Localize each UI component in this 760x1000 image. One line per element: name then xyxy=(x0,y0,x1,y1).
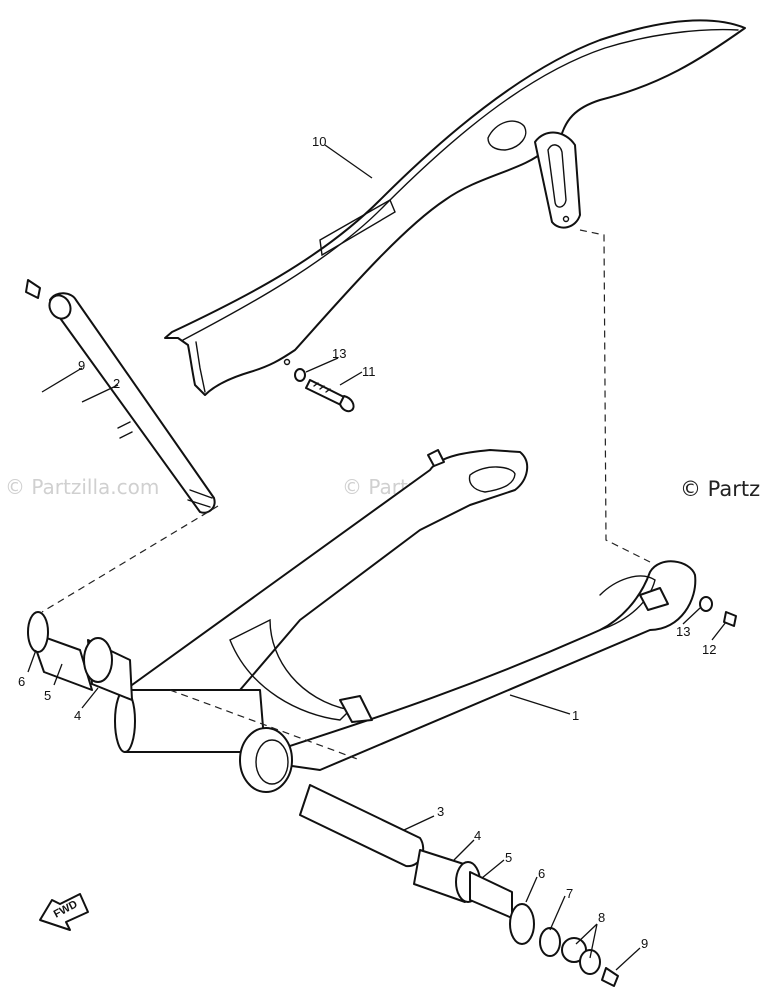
callout-11: 11 xyxy=(362,364,376,379)
callout-6-left: 6 xyxy=(18,674,25,689)
callout-12: 12 xyxy=(702,642,716,657)
callout-5-right: 5 xyxy=(505,850,512,865)
callout-7: 7 xyxy=(566,886,573,901)
right-bolt-washer xyxy=(699,596,737,627)
alignment-lines xyxy=(41,229,651,761)
chain-case-bolt xyxy=(294,368,355,413)
watermark-left: © Partzilla.com xyxy=(5,475,159,499)
callout-10: 10 xyxy=(312,134,326,149)
chain-case xyxy=(164,19,746,396)
callout-6-right: 6 xyxy=(538,866,545,881)
swing-arm xyxy=(114,449,697,793)
callout-8: 8 xyxy=(598,910,605,925)
callout-3: 3 xyxy=(437,804,444,819)
callout-9-bottom: 9 xyxy=(641,936,648,951)
callout-13-right: 13 xyxy=(676,624,690,639)
left-bushings xyxy=(27,611,133,701)
callout-4-left: 4 xyxy=(74,708,81,723)
callouts: 10 2 9 13 11 1 6 5 4 3 4 5 6 7 8 9 13 12 xyxy=(18,134,716,951)
callout-13-top: 13 xyxy=(332,346,346,361)
callout-5-left: 5 xyxy=(44,688,51,703)
right-pivot-parts xyxy=(299,784,619,987)
callout-4-right: 4 xyxy=(474,828,481,843)
callout-1: 1 xyxy=(572,708,579,723)
callout-9-top: 9 xyxy=(78,358,85,373)
pivot-shaft xyxy=(25,279,216,514)
fwd-arrow: FWD xyxy=(39,893,89,931)
callout-2: 2 xyxy=(113,376,120,391)
watermark-right: © Partz xyxy=(680,477,760,501)
leader-lines xyxy=(27,144,727,971)
